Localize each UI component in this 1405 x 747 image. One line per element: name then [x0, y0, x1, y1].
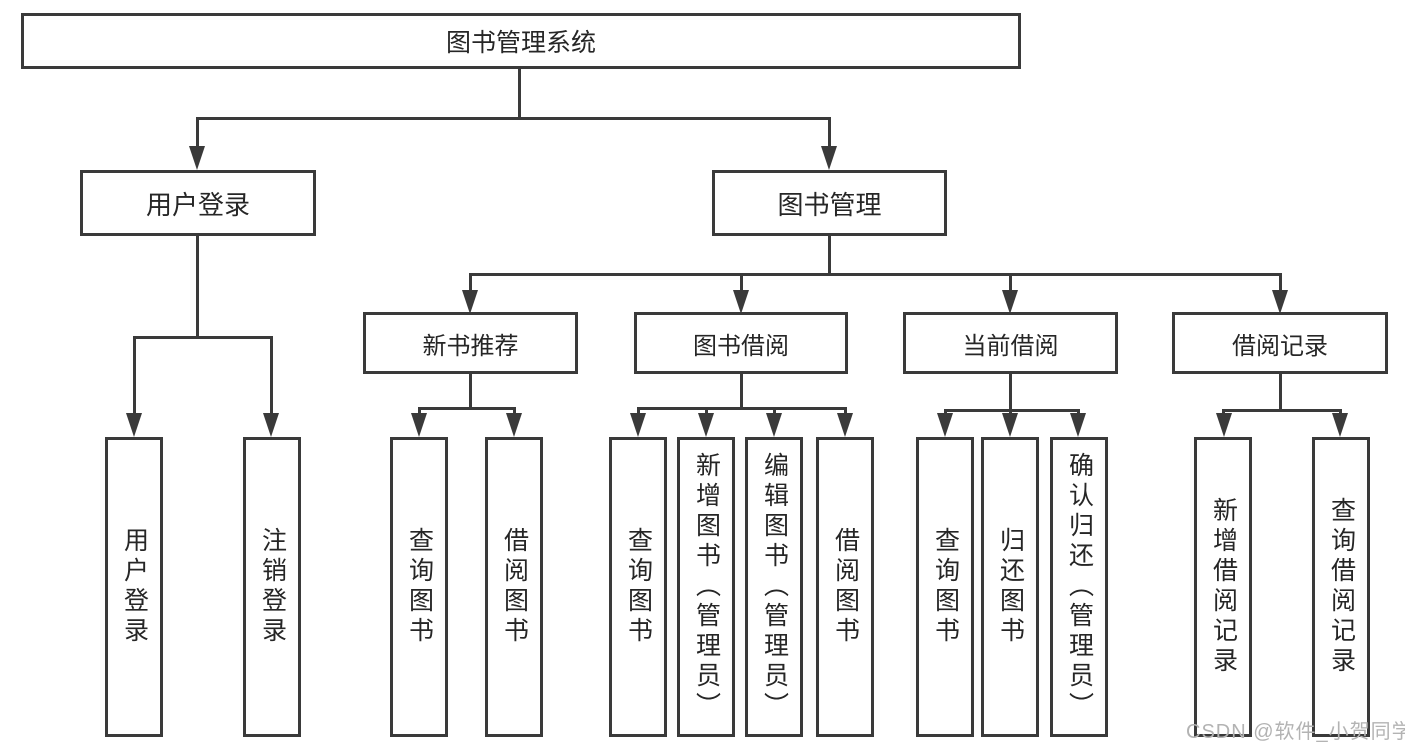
book-management-stem-line	[828, 236, 831, 276]
arrow-into-confirm-return-admin-icon	[1070, 413, 1086, 437]
leaf-query-book-current-label: 查询图书	[931, 527, 960, 647]
node-book-management: 图书管理	[712, 170, 947, 236]
leaf-query-book-borrow: 查询图书	[609, 437, 667, 737]
node-borrow-records: 借阅记录	[1172, 312, 1388, 374]
level3-branch-line	[469, 273, 1282, 276]
leaf-edit-book-admin: 编辑图书（管理员）	[745, 437, 803, 737]
leaf-add-borrow-record: 新增借阅记录	[1194, 437, 1252, 737]
leaf-add-borrow-record-label: 新增借阅记录	[1209, 497, 1238, 677]
level2-branch-line	[196, 117, 831, 120]
leaf-query-book-borrow-label: 查询图书	[624, 527, 653, 647]
leaf-borrow-book-recommend-label: 借阅图书	[500, 527, 529, 647]
arrow-into-book-borrow-icon	[733, 290, 749, 314]
watermark: CSDN @软件_小贺同学	[1186, 721, 1405, 743]
leaf-logout-label: 注销登录	[258, 527, 287, 647]
leaf-return-book-label: 归还图书	[996, 527, 1025, 647]
borrow-drop-2	[705, 407, 708, 416]
leaf-add-book-admin-label: 新增图书（管理员）	[692, 452, 721, 722]
arrow-into-return-book-icon	[1002, 413, 1018, 437]
borrow-drop-4	[844, 407, 847, 416]
arrow-into-new-book-recommend-icon	[462, 290, 478, 314]
leaf-borrow-book-borrow-label: 借阅图书	[831, 527, 860, 647]
recommend-drop-1	[418, 407, 421, 416]
current-drop-2	[1009, 409, 1012, 416]
arrow-into-borrow-records-icon	[1272, 290, 1288, 314]
leaf-query-book-recommend-label: 查询图书	[405, 527, 434, 647]
borrow-drop-3	[773, 407, 776, 416]
current-branch-line	[944, 409, 1080, 412]
leaf-user-login-label: 用户登录	[120, 527, 149, 647]
user-login-branch-line	[133, 336, 273, 339]
arrow-into-add-book-admin-icon	[698, 413, 714, 437]
current-drop-3	[1077, 409, 1080, 416]
level2-drop-right	[828, 117, 831, 149]
arrow-into-query-book-recommend-icon	[411, 413, 427, 437]
current-drop-1	[944, 409, 947, 416]
leaf-query-borrow-record-label: 查询借阅记录	[1327, 497, 1356, 677]
recommend-drop-2	[513, 407, 516, 416]
node-user-login: 用户登录	[80, 170, 316, 236]
leaf-borrow-book-recommend: 借阅图书	[485, 437, 543, 737]
user-login-drop-right	[270, 336, 273, 416]
root-stem-line	[518, 69, 521, 119]
node-book-borrow: 图书借阅	[634, 312, 848, 374]
records-drop-2	[1339, 409, 1342, 416]
arrow-into-query-book-current-icon	[937, 413, 953, 437]
level3-drop-3	[1009, 273, 1012, 293]
node-new-book-recommend: 新书推荐	[363, 312, 578, 374]
records-stem-line	[1279, 374, 1282, 411]
leaf-add-book-admin: 新增图书（管理员）	[677, 437, 735, 737]
arrow-into-edit-book-admin-icon	[766, 413, 782, 437]
leaf-user-login: 用户登录	[105, 437, 163, 737]
borrow-stem-line	[740, 374, 743, 409]
user-login-stem-line	[196, 236, 199, 338]
records-drop-1	[1222, 409, 1225, 416]
arrow-into-book-management-icon	[821, 146, 837, 170]
borrow-branch-line	[637, 407, 847, 410]
user-login-drop-left	[133, 336, 136, 416]
arrow-into-user-login-icon	[189, 146, 205, 170]
node-root: 图书管理系统	[21, 13, 1021, 69]
arrow-into-add-borrow-record-icon	[1216, 413, 1232, 437]
arrow-into-leaf-user-login-icon	[126, 413, 142, 437]
arrow-into-query-borrow-record-icon	[1332, 413, 1348, 437]
node-current-borrow: 当前借阅	[903, 312, 1118, 374]
leaf-query-book-current: 查询图书	[916, 437, 974, 737]
arrow-into-current-borrow-icon	[1002, 290, 1018, 314]
leaf-query-borrow-record: 查询借阅记录	[1312, 437, 1370, 737]
current-stem-line	[1009, 374, 1012, 411]
leaf-confirm-return-admin-label: 确认归还（管理员）	[1065, 452, 1094, 722]
arrow-into-borrow-book-borrow-icon	[837, 413, 853, 437]
arrow-into-borrow-book-recommend-icon	[506, 413, 522, 437]
leaf-confirm-return-admin: 确认归还（管理员）	[1050, 437, 1108, 737]
leaf-borrow-book-borrow: 借阅图书	[816, 437, 874, 737]
level3-drop-2	[740, 273, 743, 293]
leaf-logout: 注销登录	[243, 437, 301, 737]
arrow-into-leaf-logout-icon	[263, 413, 279, 437]
recommend-branch-line	[418, 407, 516, 410]
level3-drop-1	[469, 273, 472, 293]
leaf-edit-book-admin-label: 编辑图书（管理员）	[760, 452, 789, 722]
level3-drop-4	[1279, 273, 1282, 293]
borrow-drop-1	[637, 407, 640, 416]
records-branch-line	[1222, 409, 1342, 412]
leaf-return-book: 归还图书	[981, 437, 1039, 737]
level2-drop-left	[196, 117, 199, 149]
arrow-into-query-book-borrow-icon	[630, 413, 646, 437]
leaf-query-book-recommend: 查询图书	[390, 437, 448, 737]
recommend-stem-line	[469, 374, 472, 409]
